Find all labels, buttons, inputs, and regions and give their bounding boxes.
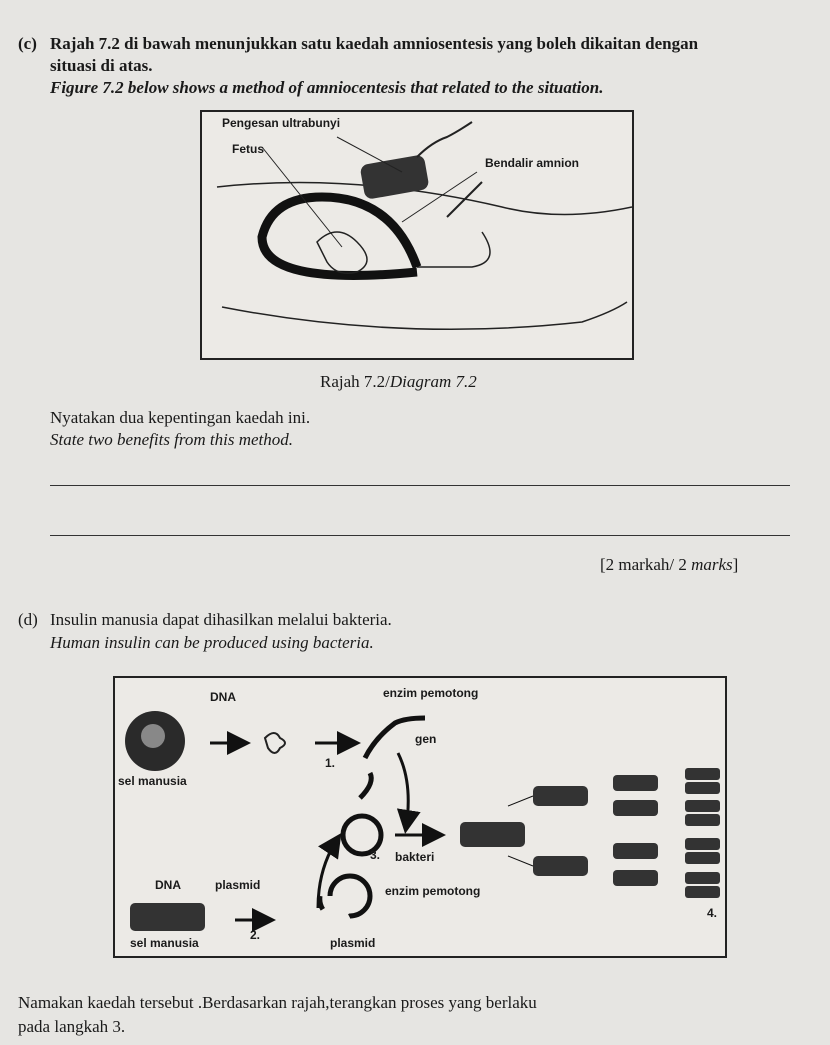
prompt-d-line1: Namakan kaedah tersebut .Berdasarkan raj… xyxy=(18,993,537,1012)
diagram-caption: Rajah 7.2/Diagram 7.2 xyxy=(320,372,477,392)
label-step-3: 3. xyxy=(370,848,381,862)
question-c-label: (c) xyxy=(18,34,37,53)
question-c-malay-cont: situasi di atas. xyxy=(50,56,153,75)
marks-c: [2 markah/ 2 marks] xyxy=(600,555,738,575)
label-gene: gen xyxy=(415,732,437,746)
label-human-cell-bottom: sel manusia xyxy=(130,936,199,950)
label-probe: Pengesan ultrabunyi xyxy=(222,116,341,130)
prompt-c-english: State two benefits from this method. xyxy=(50,430,294,449)
label-step-4: 4. xyxy=(707,906,718,920)
label-fetus: Fetus xyxy=(232,142,265,156)
caption-malay: Rajah 7.2/ xyxy=(320,372,390,391)
question-c-malay: Rajah 7.2 di bawah menunjukkan satu kaed… xyxy=(50,34,699,53)
insulin-diagram: DNA sel manusia enzim pemotong gen 1. DN… xyxy=(113,676,727,958)
label-step-2: 2. xyxy=(250,928,261,942)
marks-bracket: ] xyxy=(732,555,739,574)
answer-line-1[interactable] xyxy=(50,485,790,486)
label-cutting-enzyme-top: enzim pemotong xyxy=(383,686,479,700)
prompt-c-malay: Nyatakan dua kepentingan kaedah ini. xyxy=(50,408,311,427)
marks-malay: [2 markah/ 2 xyxy=(600,555,692,574)
prompt-d-line2: pada langkah 3. xyxy=(18,1017,126,1036)
insulin-illustration xyxy=(125,711,720,932)
label-cutting-enzyme-bottom: enzim pemotong xyxy=(385,884,481,898)
label-human-cell-top: sel manusia xyxy=(118,774,187,788)
label-bacteria: bakteri xyxy=(395,850,435,864)
amniocentesis-diagram: Pengesan ultrabunyi Fetus Bendalir amnio… xyxy=(200,110,634,360)
label-amniotic-fluid: Bendalir amnion xyxy=(485,156,580,170)
amniocentesis-illustration xyxy=(216,121,632,331)
answer-line-2[interactable] xyxy=(50,535,790,536)
label-plasmid-top: plasmid xyxy=(215,878,261,892)
question-d-english: Human insulin can be produced using bact… xyxy=(50,633,374,652)
label-plasmid-bottom: plasmid xyxy=(330,936,376,950)
question-c-english: Figure 7.2 below shows a method of amnio… xyxy=(50,78,604,97)
question-d-malay: Insulin manusia dapat dihasilkan melalui… xyxy=(50,610,392,629)
question-d-label: (d) xyxy=(18,610,38,629)
marks-english: marks xyxy=(691,555,733,574)
caption-english: Diagram 7.2 xyxy=(389,372,477,391)
label-step-1: 1. xyxy=(325,756,336,770)
label-dna-top: DNA xyxy=(210,690,236,704)
label-dna-bottom: DNA xyxy=(155,878,181,892)
